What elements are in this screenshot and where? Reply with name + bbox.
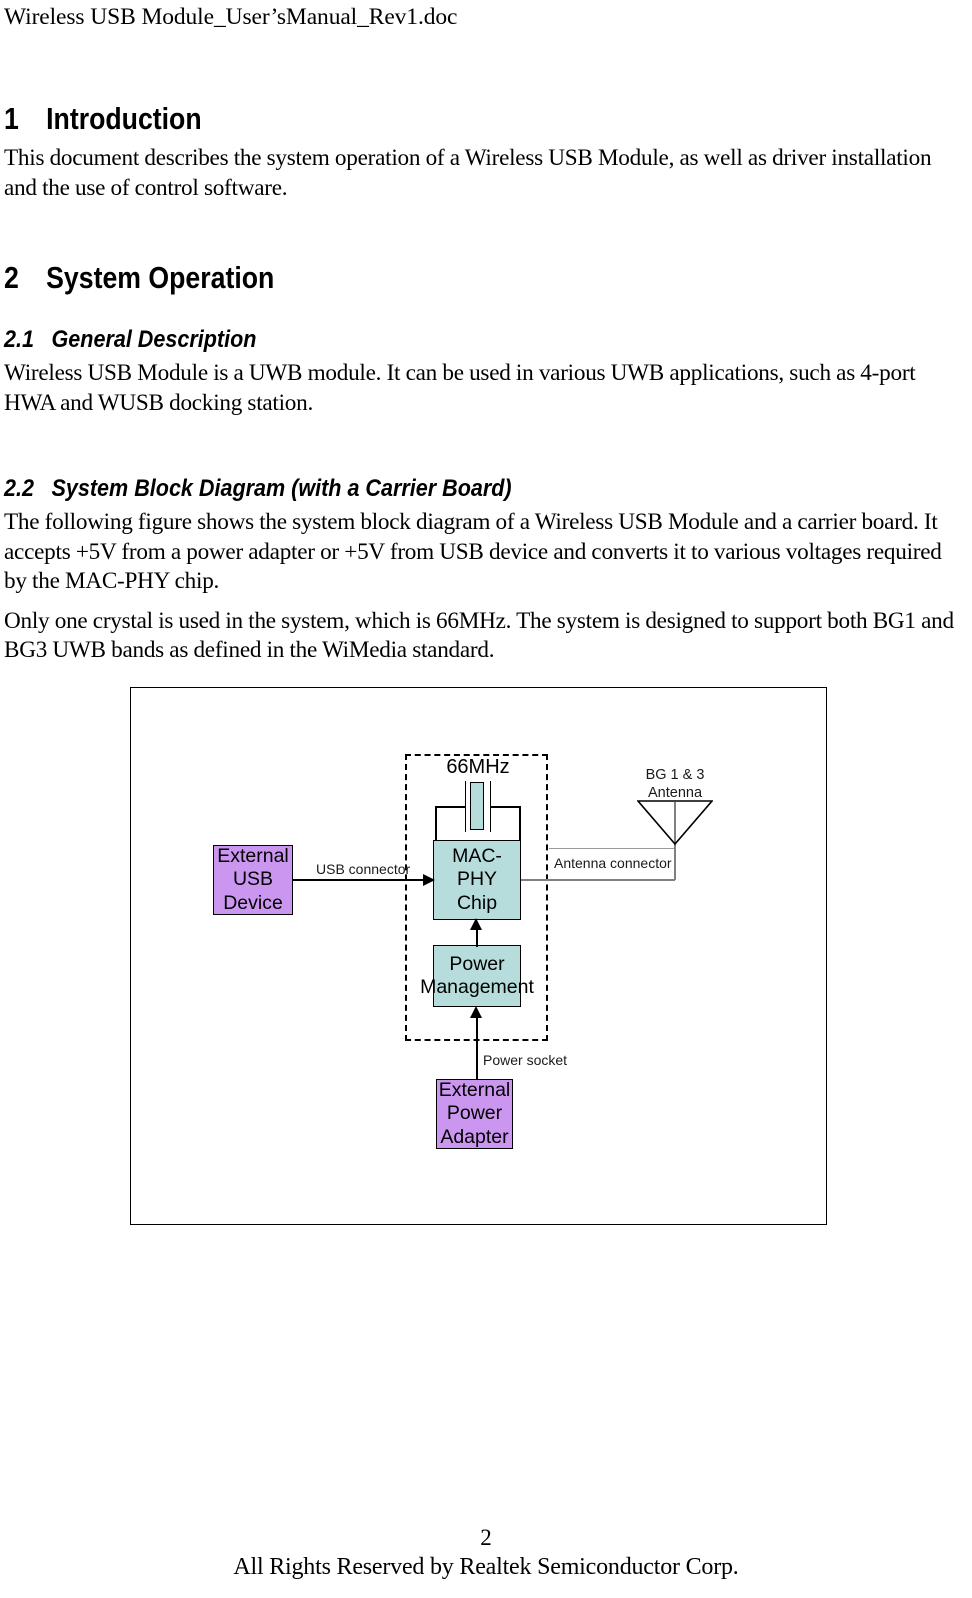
block-external-power-adapter-line2: Power (446, 1102, 503, 1125)
antenna-mast-line (674, 802, 676, 880)
label-antenna-connector: Antenna connector (554, 855, 672, 871)
heading-section-2-2-number: 2.2 (4, 475, 34, 502)
heading-section-2-1: 2.1 General Description (4, 325, 840, 355)
crystal-label: 66MHz (446, 756, 510, 778)
heading-section-2-2: 2.2 System Block Diagram (with a Carrier … (4, 474, 840, 504)
block-external-usb-device-line2: USB (232, 868, 274, 891)
heading-section-2: 2 System Operation (4, 259, 821, 297)
block-mac-phy-chip-line3: Chip (456, 891, 498, 914)
heading-section-2-title: System Operation (46, 260, 275, 295)
block-external-usb-device: External USB Device (213, 845, 293, 915)
block-power-management-line2: Management (420, 976, 534, 998)
heading-section-2-1-number: 2.1 (4, 326, 34, 353)
block-power-management: Power Management (420, 945, 534, 1007)
spacer (4, 597, 954, 607)
paragraph-block-diagram-2: Only one crystal is used in the system, … (4, 607, 954, 664)
footer-copyright: All Rights Reserved by Realtek Semicondu… (233, 1554, 739, 1580)
paragraph-block-diagram-1: The following figure shows the system bl… (4, 509, 942, 594)
usb-connector-arrowhead-icon (423, 874, 435, 886)
crystal-lead-left-horizontal (435, 806, 466, 808)
heading-section-2-number: 2 (4, 260, 19, 295)
antenna-connector-horizontal-line (521, 879, 675, 881)
block-external-power-adapter-line3: Adapter (440, 1125, 509, 1148)
document-header: Wireless USB Module_User’sManual_Rev1.do… (4, 4, 458, 30)
paragraph-introduction: This document describes the system opera… (4, 145, 932, 201)
crystal-lead-right-horizontal (490, 806, 521, 808)
antenna-icon (637, 800, 713, 846)
block-mac-phy-chip-line1: MAC- (452, 844, 502, 867)
spacer (4, 418, 954, 474)
block-power-management-line1: Power (449, 952, 505, 975)
block-external-power-adapter-line1: External (438, 1078, 511, 1101)
heading-section-2-2-title: System Block Diagram (with a Carrier Boa… (51, 475, 512, 502)
block-external-power-adapter: External Power Adapter (436, 1079, 513, 1149)
heading-section-1-number: 1 (4, 101, 19, 136)
label-antenna: BG 1 & 3 Antenna (615, 767, 735, 802)
spacer (4, 203, 954, 259)
block-external-usb-device-line1: External (217, 844, 289, 867)
crystal-body-icon (470, 782, 484, 830)
label-usb-connector: USB connector (316, 861, 411, 877)
label-power-socket: Power socket (483, 1052, 568, 1068)
label-antenna-line2: Antenna (647, 784, 703, 801)
label-antenna-line1: BG 1 & 3 (645, 767, 705, 783)
usb-connector-line (293, 879, 426, 881)
paragraph-general-description: Wireless USB Module is a UWB module. It … (4, 360, 916, 416)
crystal-lead-left-vertical (435, 806, 437, 842)
power-management-to-chip-arrowhead-icon (470, 918, 482, 930)
heading-section-1-title: Introduction (46, 101, 202, 136)
heading-section-2-1-title: General Description (51, 326, 257, 353)
block-mac-phy-chip-line2: PHY (456, 868, 498, 891)
antenna-connector-label-box-top (549, 848, 675, 850)
spacer (4, 303, 954, 325)
block-external-usb-device-line3: Device (223, 891, 283, 914)
crystal-lead-right-vertical (519, 806, 521, 842)
power-management-to-chip-line (476, 925, 478, 947)
system-block-diagram-figure: 66MHz External USB Device MAC- PHY (130, 687, 827, 1225)
power-socket-arrowhead-icon (470, 1006, 482, 1018)
document-body: 1 Introduction This document describes th… (4, 100, 954, 666)
power-socket-line (476, 1013, 478, 1080)
block-mac-phy-chip: MAC- PHY Chip (433, 840, 521, 920)
heading-section-1: 1 Introduction (4, 100, 821, 138)
page-number: 2 (480, 1525, 492, 1550)
